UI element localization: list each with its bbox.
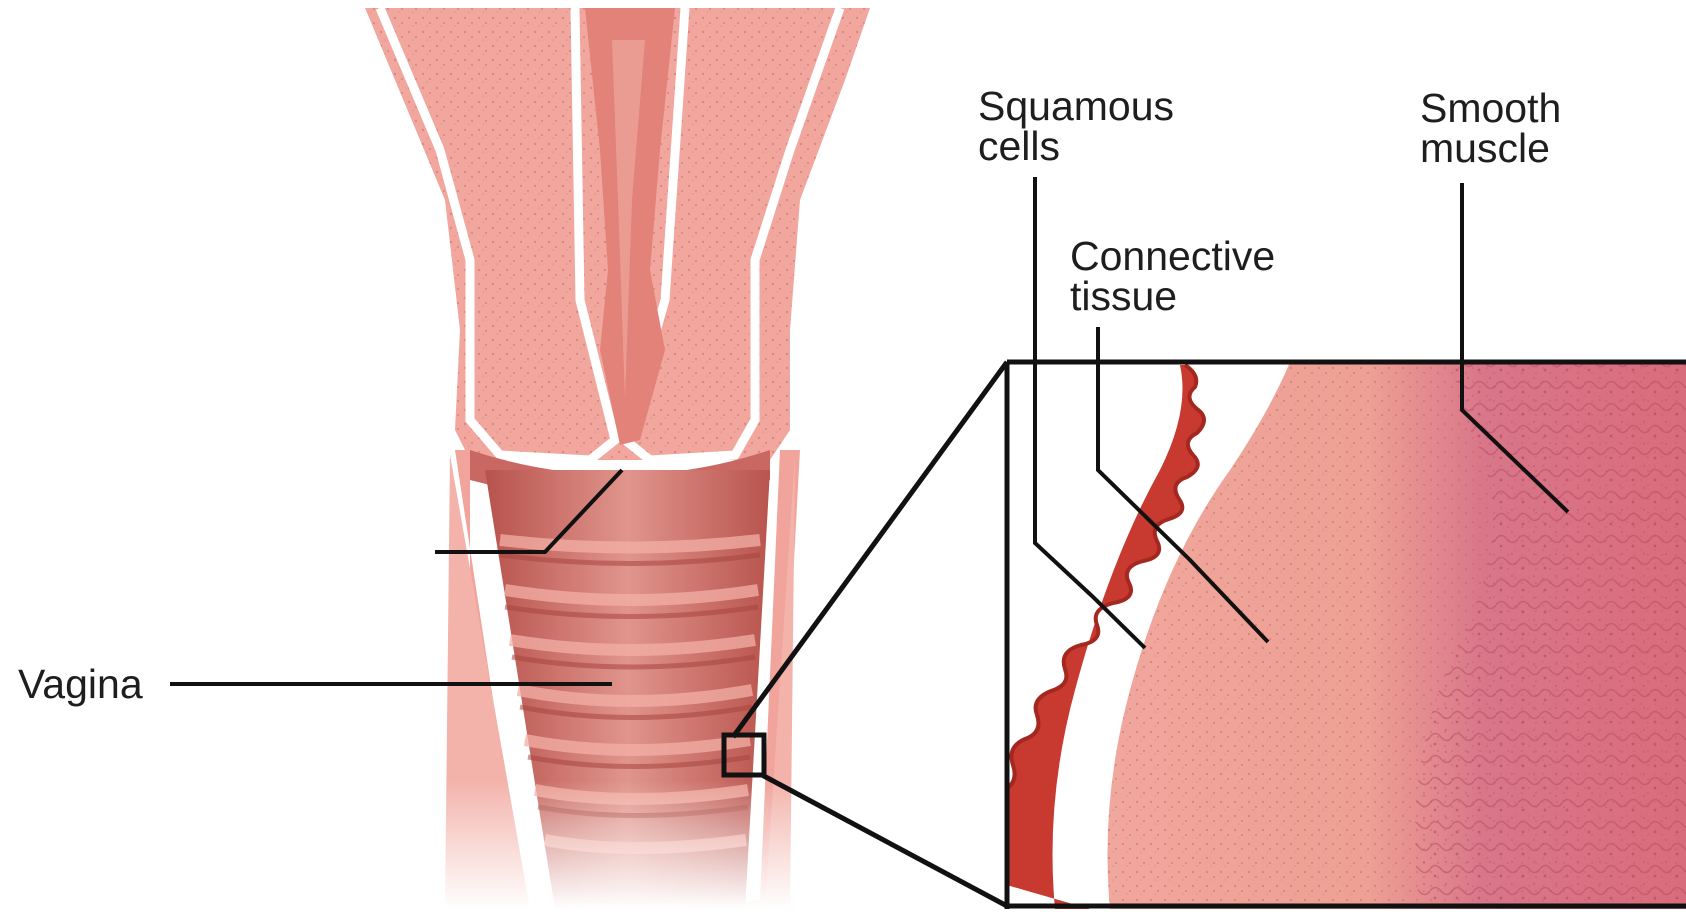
label-squamous-cells: Squamous cells — [978, 86, 1174, 166]
uterus-cervix-drawing — [365, 8, 870, 909]
label-smooth-muscle: Smooth muscle — [1420, 88, 1561, 168]
histology-panel — [977, 362, 1686, 909]
label-vagina: Vagina — [18, 664, 143, 704]
label-connective-tissue: Connective tissue — [1070, 236, 1275, 316]
